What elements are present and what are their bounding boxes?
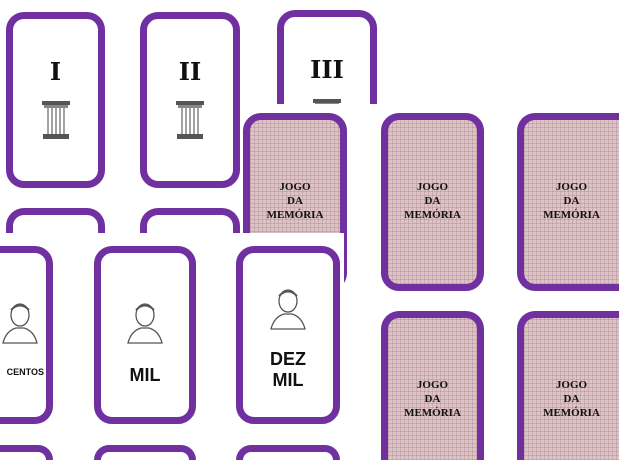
card-back-label: JOGO DA MEMÓRIA [250,180,340,222]
card-row3-1[interactable] [0,445,53,460]
label-line: MEMÓRIA [404,209,461,221]
roman-numeral: II [178,57,202,86]
card-roman-1[interactable]: I [6,12,105,188]
label-line: MEMÓRIA [543,209,600,221]
label-line: JOGO [416,379,449,391]
card-row3-3[interactable] [236,445,340,460]
card-row3-2[interactable] [94,445,196,460]
bust-icon [127,303,163,344]
card-roman-2[interactable]: II [140,12,240,188]
label-line: DA [424,393,441,405]
column-icon [41,101,70,139]
bust-icon [2,303,38,344]
label-line: JOGO [555,379,588,391]
card-word-centos[interactable]: CENTOS [0,246,53,424]
label-line: MEMÓRIA [266,209,324,221]
card-word-label: MIL [129,365,161,385]
label-line: DEZ [270,349,306,369]
roman-numeral: III [310,55,344,84]
card-word-label: CENTOS [6,367,44,377]
bust-icon [270,289,306,330]
card-back-label: JOGO DA MEMÓRIA [388,378,477,420]
card-back[interactable]: JOGO DA MEMÓRIA [517,113,619,291]
card-back[interactable]: JOGO DA MEMÓRIA [381,311,484,460]
label-line: JOGO [416,181,449,193]
card-back-label: JOGO DA MEMÓRIA [524,180,619,222]
label-line: DA [563,393,580,405]
label-line: JOGO [279,181,311,193]
label-line: MEMÓRIA [543,407,600,419]
column-icon [176,101,204,139]
card-back[interactable]: JOGO DA MEMÓRIA [381,113,484,291]
roman-numeral: I [49,57,62,86]
label-line: DA [424,195,441,207]
label-line: DA [287,195,303,207]
label-line: MEMÓRIA [404,407,461,419]
label-line: MIL [272,370,304,390]
label-line: JOGO [555,181,588,193]
card-back-label: JOGO DA MEMÓRIA [388,180,477,222]
card-back-label: JOGO DA MEMÓRIA [524,378,619,420]
card-word-mil[interactable]: MIL [94,246,196,424]
label-line: DA [563,195,580,207]
card-back[interactable]: JOGO DA MEMÓRIA [517,311,619,460]
